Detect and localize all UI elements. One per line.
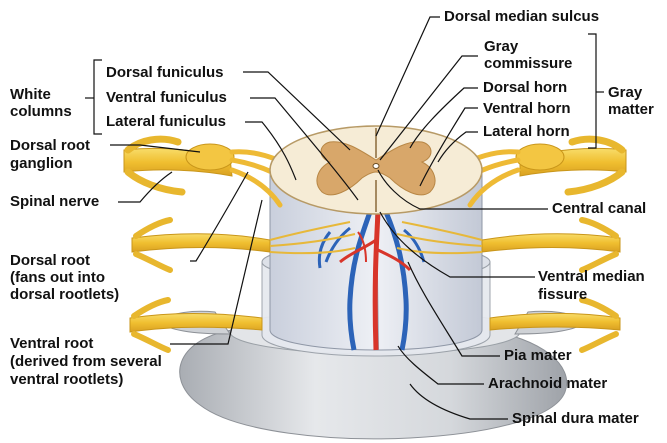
label-arachnoid-mater: Arachnoid mater <box>488 375 607 392</box>
label-white-columns-line2: columns <box>10 103 72 120</box>
label-ventral-funiculus: Ventral funiculus <box>106 89 227 106</box>
label-spinal-dura-mater: Spinal dura mater <box>512 410 639 427</box>
label-white-columns-line1: White <box>10 86 51 103</box>
label-dorsal-root-line3: dorsal rootlets) <box>10 286 119 303</box>
label-gray-commissure-line1: Gray <box>484 38 518 55</box>
label-ventral-root-line2: (derived from several <box>10 353 162 370</box>
label-dorsal-root-ganglion-line1: Dorsal root <box>10 137 90 154</box>
label-lateral-funiculus: Lateral funiculus <box>106 113 226 130</box>
label-spinal-nerve: Spinal nerve <box>10 193 99 210</box>
label-gray-matter-line2: matter <box>608 101 654 118</box>
label-lateral-horn: Lateral horn <box>483 123 570 140</box>
label-dorsal-horn: Dorsal horn <box>483 79 567 96</box>
label-gray-matter-line1: Gray <box>608 84 642 101</box>
label-dorsal-root-line2: (fans out into <box>10 269 105 286</box>
label-dorsal-root-line1: Dorsal root <box>10 252 90 269</box>
label-ventral-root-line3: ventral rootlets) <box>10 371 123 388</box>
label-pia-mater: Pia mater <box>504 347 572 364</box>
label-ventral-root-line1: Ventral root <box>10 335 93 352</box>
label-ventral-horn: Ventral horn <box>483 100 571 117</box>
label-gray-commissure-line2: commissure <box>484 55 572 72</box>
cord-cross-section <box>270 126 482 214</box>
label-dorsal-median-sulcus: Dorsal median sulcus <box>444 8 599 25</box>
label-ventral-median-fissure-line2: fissure <box>538 286 587 303</box>
label-central-canal: Central canal <box>552 200 646 217</box>
label-ventral-median-fissure-line1: Ventral median <box>538 268 645 285</box>
label-dorsal-root-ganglion-line2: ganglion <box>10 155 73 172</box>
label-dorsal-funiculus: Dorsal funiculus <box>106 64 224 81</box>
